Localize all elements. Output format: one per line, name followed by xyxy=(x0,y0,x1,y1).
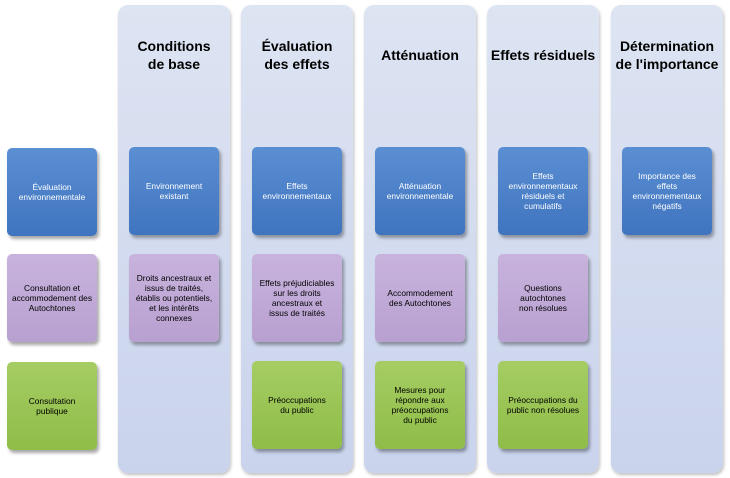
column-effects-assessment: Évaluation des effets Effets environneme… xyxy=(241,5,353,473)
row-label-public: Consultation publique xyxy=(7,362,97,450)
column-residual-effects: Effets résiduels Effets environnementaux… xyxy=(487,5,599,473)
box-existing-environment: Environnement existant xyxy=(129,147,219,235)
column-mitigation: Atténuation Atténuation environnementale… xyxy=(364,5,476,473)
column-title: Évaluation des effets xyxy=(261,38,333,72)
column-significance-determination: Détermination de l'importance Importance… xyxy=(611,5,723,473)
box-residual-cumulative-effects: Effets environnementaux résiduels et cum… xyxy=(498,147,588,235)
column-baseline: Conditions de base Environnement existan… xyxy=(118,5,230,473)
box-adverse-effects-rights: Effets préjudiciables sur les droits anc… xyxy=(252,254,342,342)
box-environmental-effects: Effets environnementaux xyxy=(252,147,342,235)
box-public-concerns: Préoccupations du public xyxy=(252,361,342,449)
box-public-measures: Mesures pour répondre aux préoccupations… xyxy=(375,361,465,449)
box-environmental-mitigation: Atténuation environnementale xyxy=(375,147,465,235)
row-label-indigenous: Consultation et accommodement des Autoch… xyxy=(7,254,97,342)
box-unresolved-public-concerns: Préoccupations du public non résolues xyxy=(498,361,588,449)
row-label-environmental: Évaluation environnementale xyxy=(7,148,97,236)
box-indigenous-accommodation: Accommodement des Autochtones xyxy=(375,254,465,342)
box-unresolved-indigenous-issues: Questions autochtones non résolues xyxy=(498,254,588,342)
column-title: Effets résiduels xyxy=(490,47,596,63)
column-title: Détermination de l'importance xyxy=(615,38,719,72)
column-title: Atténuation xyxy=(381,47,459,63)
box-rights-interests: Droits ancestraux et issus de traités, é… xyxy=(129,254,219,342)
box-significance-negative-effects: Importance des effets environnementaux n… xyxy=(622,147,712,235)
column-title: Conditions de base xyxy=(137,38,211,72)
